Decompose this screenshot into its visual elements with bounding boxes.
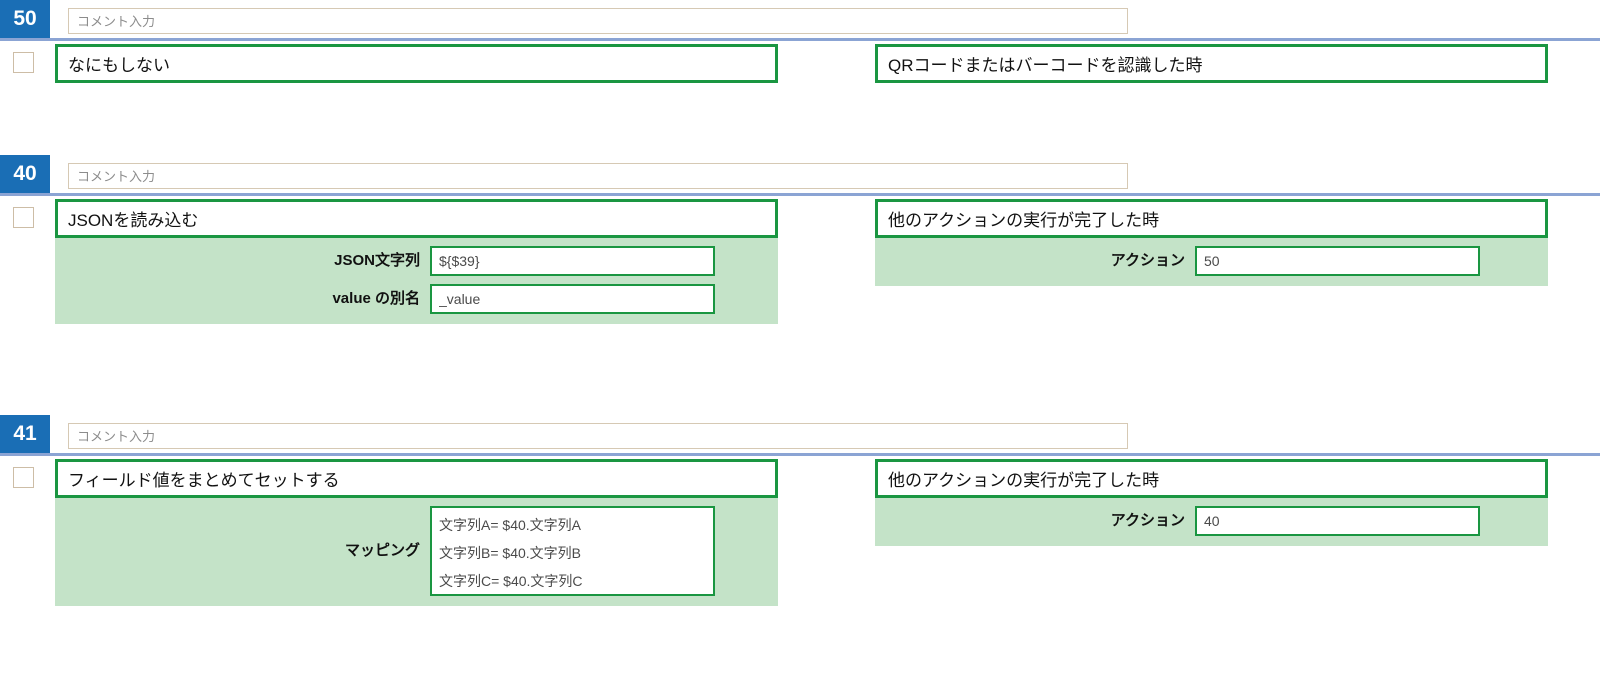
comment-input[interactable] [68, 423, 1128, 449]
action-group-41: 41 フィールド値をまとめてセットする マッピング 文字列A= $40.文字列A… [0, 415, 1600, 664]
action-group-50: 50 なにもしない QRコードまたはバーコードを認識した時 [0, 0, 1600, 149]
action-column: JSONを読み込む JSON文字列 value の別名 [55, 199, 778, 324]
trigger-column: QRコードまたはバーコードを認識した時 [875, 44, 1548, 83]
trigger-param-panel: アクション [875, 238, 1548, 286]
param-field-action-ref[interactable] [1195, 506, 1480, 536]
param-label: マッピング [344, 542, 420, 559]
action-param-panel: JSON文字列 value の別名 [55, 238, 778, 324]
trigger-param-panel: アクション [875, 498, 1548, 546]
param-field-mapping[interactable]: 文字列A= $40.文字列A 文字列B= $40.文字列B 文字列C= $40.… [430, 506, 715, 596]
action-select-checkbox[interactable] [13, 207, 34, 228]
param-field-action-ref[interactable] [1195, 246, 1480, 276]
action-number-badge: 50 [0, 0, 50, 38]
param-row: アクション [875, 506, 1548, 536]
trigger-title-box[interactable]: QRコードまたはバーコードを認識した時 [875, 44, 1548, 83]
param-row: マッピング 文字列A= $40.文字列A 文字列B= $40.文字列B 文字列C… [55, 506, 778, 596]
action-group-body: JSONを読み込む JSON文字列 value の別名 他のアクションの実行が完… [0, 199, 1600, 404]
action-title-box[interactable]: なにもしない [55, 44, 778, 83]
param-field-json-string[interactable] [430, 246, 715, 276]
trigger-title-box[interactable]: 他のアクションの実行が完了した時 [875, 459, 1548, 498]
trigger-column: 他のアクションの実行が完了した時 アクション [875, 459, 1548, 546]
action-title-box[interactable]: JSONを読み込む [55, 199, 778, 238]
param-field-value-alias[interactable] [430, 284, 715, 314]
header-divider [0, 453, 1600, 456]
action-group-header: 40 [0, 155, 1600, 199]
param-label: アクション [1110, 252, 1185, 269]
action-group-header: 41 [0, 415, 1600, 459]
param-row: アクション [875, 246, 1548, 276]
param-label: value の別名 [332, 290, 420, 307]
action-title-box[interactable]: フィールド値をまとめてセットする [55, 459, 778, 498]
action-group-header: 50 [0, 0, 1600, 44]
param-label: JSON文字列 [334, 252, 420, 269]
action-column: なにもしない [55, 44, 778, 83]
header-divider [0, 38, 1600, 41]
param-label: アクション [1110, 512, 1185, 529]
param-row: value の別名 [55, 284, 778, 314]
action-select-checkbox[interactable] [13, 467, 34, 488]
comment-input[interactable] [68, 8, 1128, 34]
trigger-column: 他のアクションの実行が完了した時 アクション [875, 199, 1548, 286]
action-number-badge: 40 [0, 155, 50, 193]
trigger-title-box[interactable]: 他のアクションの実行が完了した時 [875, 199, 1548, 238]
action-column: フィールド値をまとめてセットする マッピング 文字列A= $40.文字列A 文字… [55, 459, 778, 606]
param-row: JSON文字列 [55, 246, 778, 276]
action-group-body: フィールド値をまとめてセットする マッピング 文字列A= $40.文字列A 文字… [0, 459, 1600, 664]
action-group-40: 40 JSONを読み込む JSON文字列 value の別名 [0, 155, 1600, 404]
comment-input[interactable] [68, 163, 1128, 189]
action-param-panel: マッピング 文字列A= $40.文字列A 文字列B= $40.文字列B 文字列C… [55, 498, 778, 606]
action-number-badge: 41 [0, 415, 50, 453]
header-divider [0, 193, 1600, 196]
action-group-body: なにもしない QRコードまたはバーコードを認識した時 [0, 44, 1600, 149]
action-select-checkbox[interactable] [13, 52, 34, 73]
